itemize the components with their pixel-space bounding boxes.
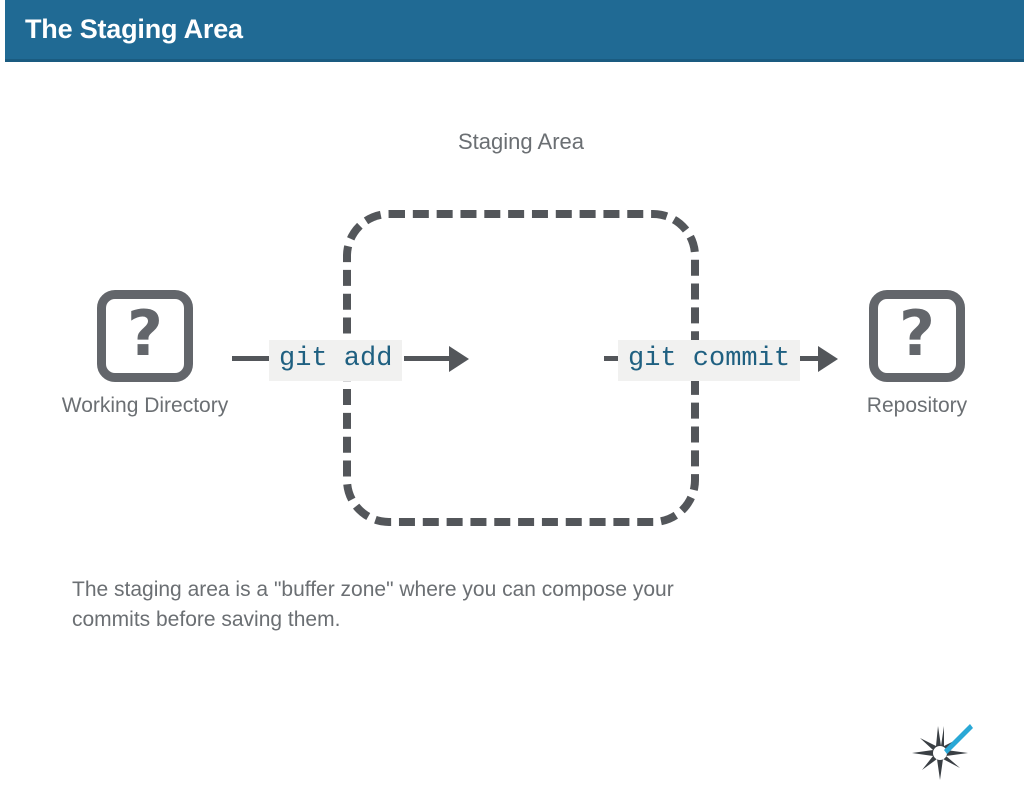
- star-burst-logo: [900, 712, 980, 792]
- page-title: The Staging Area: [25, 14, 243, 44]
- connector-staging-to-git-commit: [604, 356, 626, 361]
- arrowhead-into-staging-icon: [449, 346, 469, 372]
- question-mark-glyph: ?: [127, 297, 163, 370]
- question-mark-glyph: ?: [899, 297, 935, 370]
- arrowhead-into-repository-icon: [818, 346, 838, 372]
- star-burst-logo-icon: [912, 724, 973, 780]
- command-label-git-commit: git commit: [618, 340, 801, 381]
- connector-git-add-to-staging: [404, 356, 452, 361]
- command-label-git-add: git add: [269, 340, 403, 381]
- staging-area-title: Staging Area: [458, 129, 584, 154]
- diagram-canvas: Staging Area ? Working Directory ? Repos…: [0, 62, 1024, 780]
- connector-working-directory-to-git-add: [232, 356, 274, 361]
- question-mark-file-icon: ?: [869, 290, 965, 382]
- node-working-directory: ? Working Directory: [60, 290, 230, 418]
- connector-git-commit-to-repository: [791, 356, 821, 361]
- node-repository-label: Repository: [866, 394, 968, 417]
- node-repository: ? Repository: [832, 290, 1002, 418]
- question-mark-file-icon: ?: [97, 290, 193, 382]
- slide-header-bar: The Staging Area: [5, 0, 1024, 62]
- body-caption: The staging area is a "buffer zone" wher…: [72, 578, 674, 632]
- node-working-directory-label: Working Directory: [61, 394, 229, 417]
